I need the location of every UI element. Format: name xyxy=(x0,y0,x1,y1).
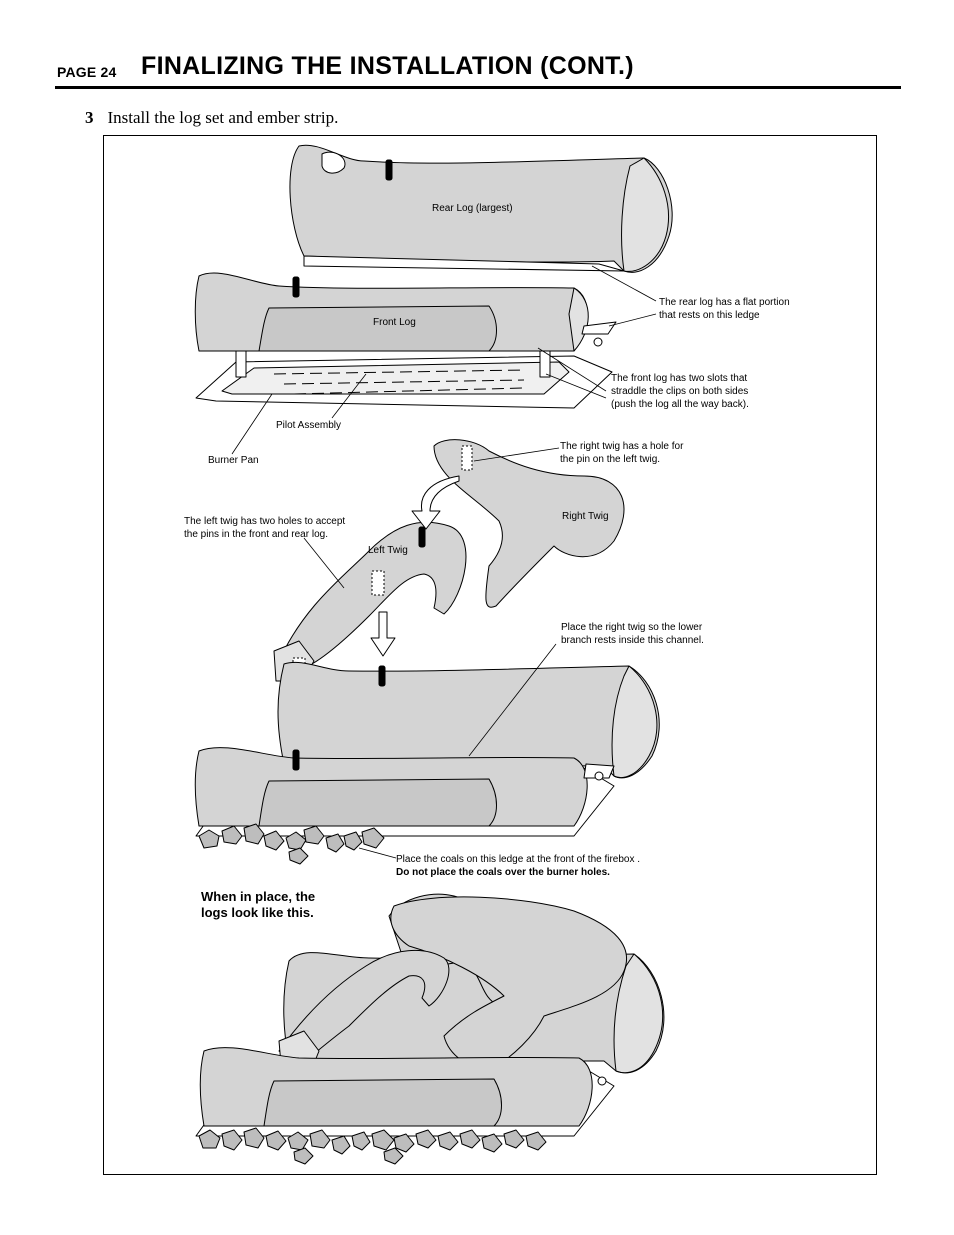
left-twig-label: Left Twig xyxy=(368,545,408,556)
channel-note-line-2: branch rests inside this channel. xyxy=(561,635,704,646)
front-log-label: Front Log xyxy=(373,317,416,328)
left-twig-note: The left twig has two holes to accept th… xyxy=(184,515,345,541)
rear-log-note-line-1: The rear log has a flat portion xyxy=(659,297,790,308)
coals-final xyxy=(198,1127,547,1165)
front-log-note-line-2: straddle the clips on both sides xyxy=(611,386,749,397)
step-number: 3 xyxy=(85,108,94,127)
step-instruction: 3 Install the log set and ember strip. xyxy=(85,108,338,128)
leader-lines xyxy=(231,265,657,859)
coals-note-line-1: Place the coals on this ledge at the fro… xyxy=(396,854,641,865)
coals-step xyxy=(198,823,385,865)
page-title: FINALIZING THE INSTALLATION (CONT.) xyxy=(141,52,634,80)
right-twig xyxy=(433,439,625,608)
right-twig-label: Right Twig xyxy=(562,511,609,522)
channel-note: Place the right twig so the lower branch… xyxy=(561,621,704,647)
log-installation-figure: Rear Log (largest) Front Log The rear lo… xyxy=(103,135,877,1175)
page-number: PAGE 24 xyxy=(57,64,117,80)
rear-log-note-line-2: that rests on this ledge xyxy=(659,310,760,321)
coals-note: Place the coals on this ledge at the fro… xyxy=(396,853,640,879)
front-log-note-line-1: The front log has two slots that xyxy=(611,373,748,384)
left-twig-note-line-2: the pins in the front and rear log. xyxy=(184,529,328,540)
step-text: Install the log set and ember strip. xyxy=(107,108,339,127)
left-twig-note-line-1: The left twig has two holes to accept xyxy=(184,516,346,527)
coals-warning: Do not place the coals over the burner h… xyxy=(396,866,640,879)
page-header: PAGE 24 FINALIZING THE INSTALLATION (CON… xyxy=(55,52,901,89)
log-installation-illustration xyxy=(194,144,673,1165)
front-log-note-line-3: (push the log all the way back). xyxy=(611,399,749,410)
final-view-caption: When in place, the logs look like this. xyxy=(201,889,315,921)
rear-log-note: The rear log has a flat portion that res… xyxy=(659,296,790,322)
burner-pan xyxy=(195,321,617,409)
final-log-set xyxy=(195,893,665,1137)
right-twig-note-line-1: The right twig has a hole for xyxy=(560,441,684,452)
right-twig-note-line-2: the pin on the left twig. xyxy=(560,454,661,465)
rear-log xyxy=(289,144,673,273)
final-view-caption-line-1: When in place, the xyxy=(201,889,316,904)
burner-pan-label: Burner Pan xyxy=(208,455,259,466)
assembled-log-set xyxy=(194,661,660,837)
rear-log-label: Rear Log (largest) xyxy=(432,203,513,214)
right-twig-note: The right twig has a hole for the pin on… xyxy=(560,440,683,466)
final-view-caption-line-2: logs look like this. xyxy=(201,905,314,920)
front-log-note: The front log has two slots that straddl… xyxy=(611,372,749,411)
channel-note-line-1: Place the right twig so the lower xyxy=(561,622,703,633)
pilot-assembly-label: Pilot Assembly xyxy=(276,420,342,431)
front-log xyxy=(194,272,589,352)
coals-warning-text: Do not place the coals over the burner h… xyxy=(396,867,610,878)
